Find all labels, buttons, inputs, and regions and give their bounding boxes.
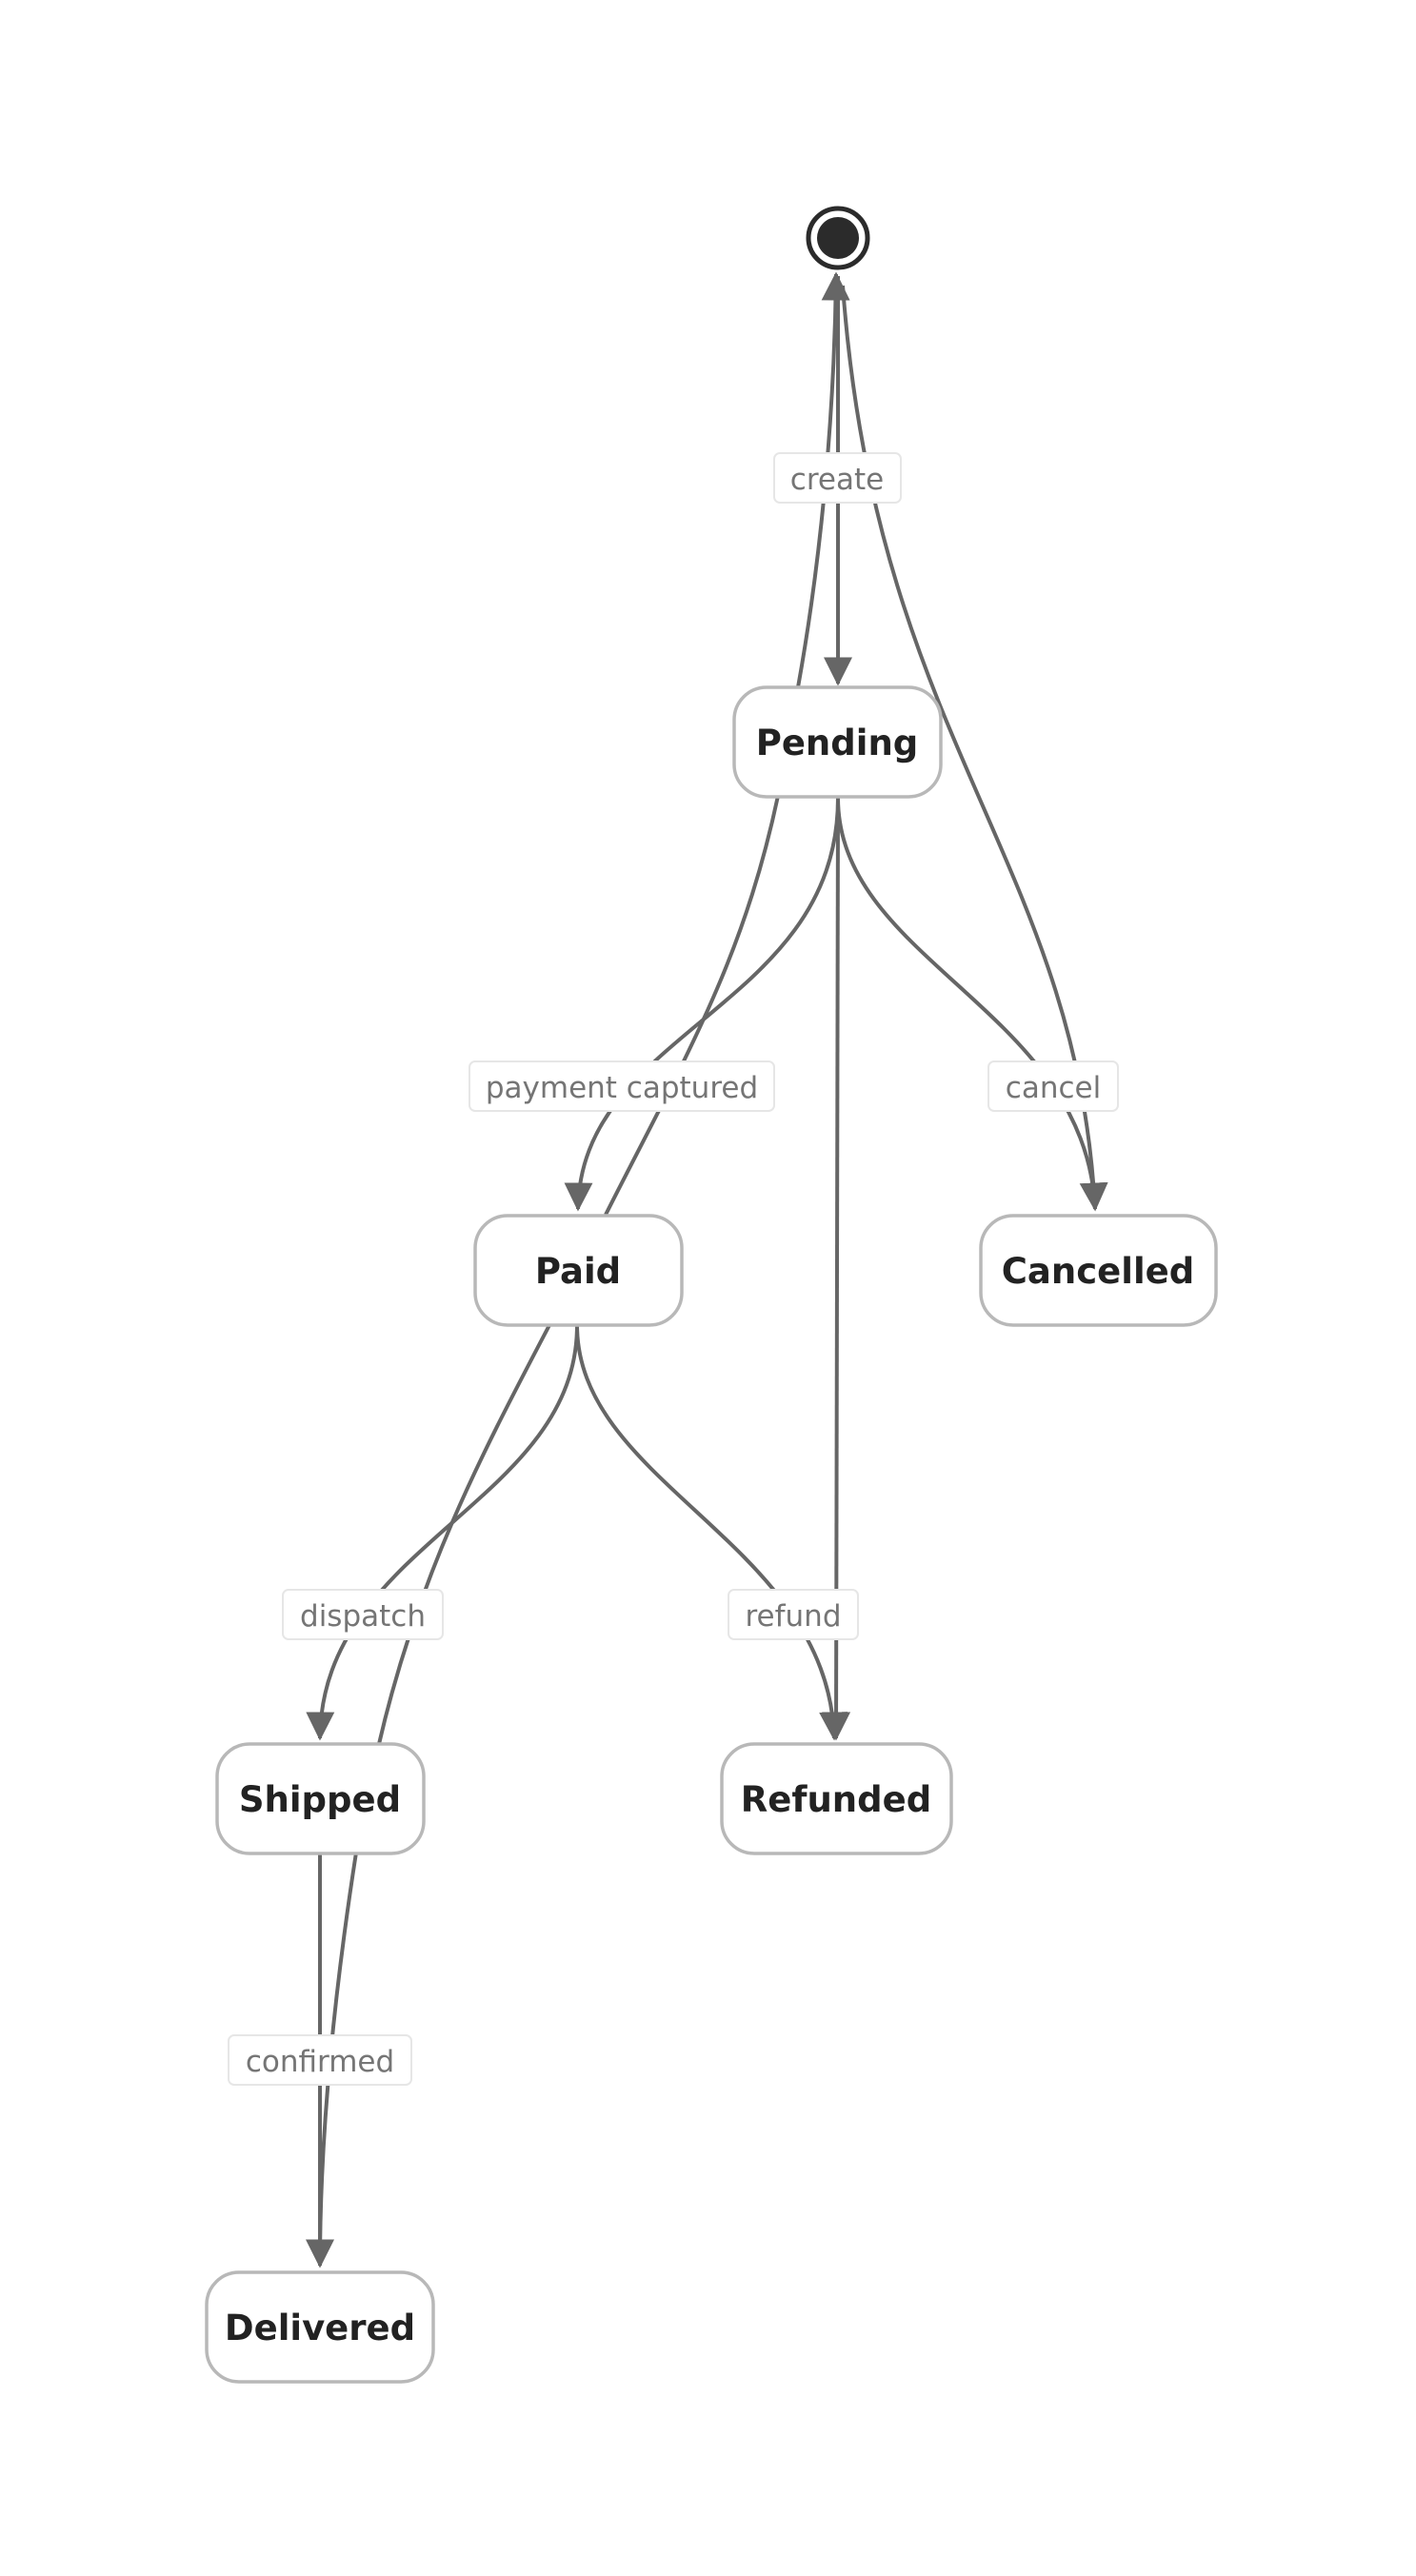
state-node-delivered[interactable]: Delivered — [205, 2270, 435, 2384]
state-node-paid[interactable]: Paid — [473, 1214, 684, 1327]
transition-refund-text: refund — [745, 1599, 841, 1634]
state-pending-label: Pending — [756, 723, 919, 763]
state-paid-label: Paid — [535, 1251, 621, 1292]
transition-create-text: create — [790, 463, 884, 497]
edge-labels: create payment captured cancel dispatch … — [228, 452, 1119, 2086]
state-node-shipped[interactable]: Shipped — [215, 1742, 426, 1855]
transition-cancel-text: cancel — [1006, 1071, 1101, 1105]
transition-label-create: create — [773, 452, 902, 504]
transition-label-confirmed: confirmed — [228, 2034, 412, 2086]
edges — [306, 271, 1108, 2269]
state-shipped-label: Shipped — [239, 1779, 401, 1820]
start-marker-icon — [806, 206, 870, 270]
transition-dispatch-text: dispatch — [300, 1599, 426, 1634]
state-node-cancelled[interactable]: Cancelled — [979, 1214, 1218, 1327]
transition-label-cancel: cancel — [987, 1060, 1119, 1112]
edge-paid-to-pending — [604, 795, 780, 1216]
state-node-pending[interactable]: Pending — [732, 685, 943, 799]
edge-pending-to-refunded — [822, 797, 851, 1741]
transition-label-payment-captured: payment captured — [469, 1060, 775, 1112]
edge-shipped-to-paid — [377, 1322, 552, 1745]
state-delivered-label: Delivered — [225, 2308, 415, 2348]
state-refunded-label: Refunded — [741, 1779, 931, 1820]
edge-pending-to-paid — [564, 797, 840, 1212]
state-node-refunded[interactable]: Refunded — [720, 1742, 953, 1855]
edge-paid-to-refunded — [575, 1324, 848, 1741]
edge-pending-to-cancelled — [836, 797, 1108, 1212]
transition-confirmed-text: confirmed — [246, 2045, 394, 2079]
transition-label-dispatch: dispatch — [282, 1589, 444, 1640]
state-cancelled-label: Cancelled — [1002, 1251, 1194, 1292]
transition-label-refund: refund — [728, 1589, 859, 1640]
transition-payment-captured-text: payment captured — [486, 1071, 758, 1105]
